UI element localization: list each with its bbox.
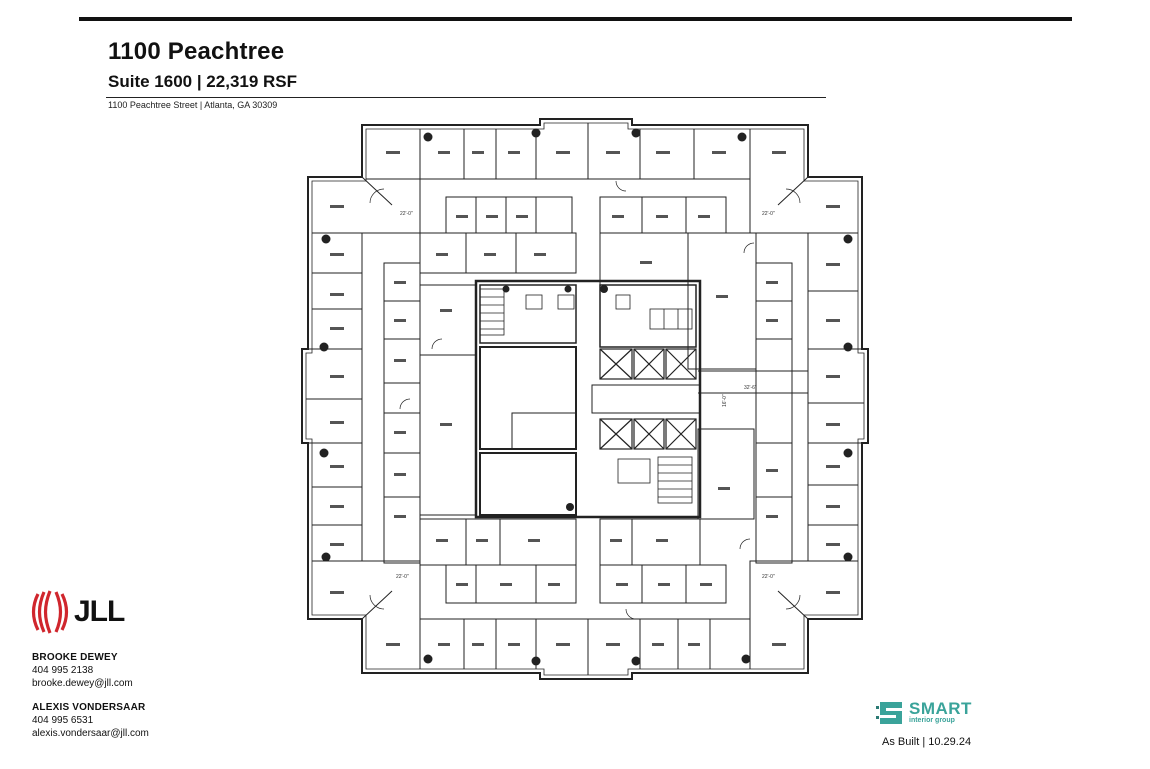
subtitle-rule [106, 97, 826, 98]
contact-name: ALEXIS VONDERSAAR [32, 702, 146, 713]
dimension-label: 22'-0" [400, 211, 413, 217]
smart-s-icon [876, 702, 902, 724]
page-title: 1100 Peachtree [108, 38, 285, 65]
room-tags [330, 151, 840, 646]
bottom-offices [419, 619, 751, 675]
dimension-label: 22'-0" [762, 211, 775, 217]
jll-logo: JLL [30, 588, 125, 636]
smart-tagline: interior group [909, 717, 955, 724]
jll-wordmark: JLL [74, 595, 125, 628]
dimension-label: 32'-6" [744, 385, 757, 391]
contact-phone: 404 995 2138 [32, 665, 94, 676]
building-core [474, 279, 702, 519]
contact-email: brooke.dewey@jll.com [32, 678, 133, 689]
smart-logo: SMART interior group [876, 700, 972, 726]
contact-name: BROOKE DEWEY [32, 652, 118, 663]
building-address: 1100 Peachtree Street | Atlanta, GA 3030… [108, 100, 278, 110]
building-outline [301, 118, 869, 680]
floor-plan: 22'-0" 22'-0" 22'-0" 22'-0" 32'-6" 16'-0… [301, 118, 869, 680]
contact-card: BROOKE DEWEY 404 995 2138 brooke.dewey@j… [32, 651, 133, 690]
stairs [479, 288, 693, 504]
left-offices [306, 232, 362, 562]
structural-columns [319, 128, 853, 666]
contact-card: ALEXIS VONDERSAAR 404 995 6531 alexis.vo… [32, 701, 149, 740]
right-offices [808, 232, 864, 562]
dimension-label: 16'-0" [722, 394, 728, 407]
smart-wordmark: SMART [909, 699, 972, 718]
contact-phone: 404 995 6531 [32, 715, 94, 726]
jll-ribbon-icon [31, 590, 69, 634]
contact-email: alexis.vondersaar@jll.com [32, 728, 149, 739]
top-rule [79, 17, 1072, 21]
elevators [599, 348, 697, 450]
as-built-note: As Built | 10.29.24 [882, 736, 972, 748]
dimension-label: 22'-0" [762, 574, 775, 580]
suite-subtitle: Suite 1600 | 22,319 RSF [108, 72, 298, 91]
dimension-label: 22'-0" [396, 574, 409, 580]
